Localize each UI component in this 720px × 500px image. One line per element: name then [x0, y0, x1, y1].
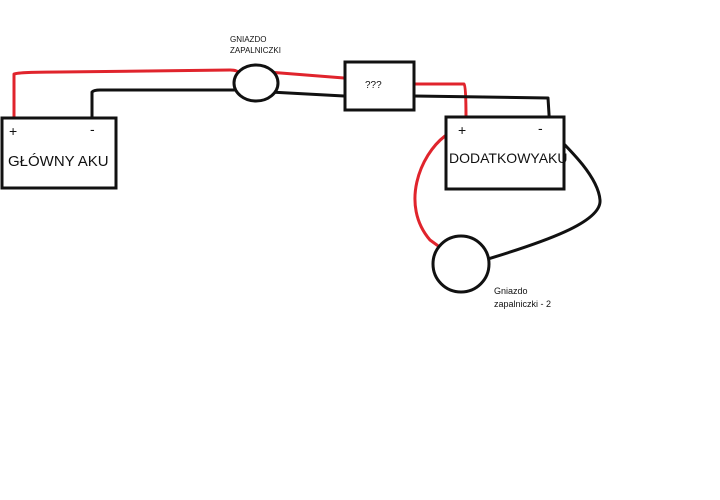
extra-battery-plus: +	[458, 122, 466, 138]
positive-wire-device-to-extra	[412, 82, 468, 120]
main-battery-box	[0, 116, 118, 190]
negative-wire-extra-to-socket2	[476, 124, 602, 264]
main-battery-label: GŁÓWNY AKU	[8, 153, 109, 170]
socket-bottom-circle	[431, 234, 491, 294]
socket-top-label-line1: GNIAZDO	[230, 35, 266, 44]
extra-battery-box	[444, 115, 566, 191]
positive-wire-socket-to-device	[266, 70, 346, 80]
socket-top-circle	[232, 63, 280, 103]
extra-battery-label: DODATKOWYAKU	[449, 150, 568, 166]
unknown-device-label: ???	[365, 80, 382, 91]
negative-wire-socket-to-device	[268, 90, 346, 98]
socket-top-label-line2: ZAPALNICZKI	[230, 46, 281, 55]
negative-wire-main-to-socket	[90, 88, 258, 120]
positive-wire-extra-to-socket2	[413, 134, 454, 258]
socket-bottom-label-line2: zapalniczki - 2	[494, 299, 551, 309]
positive-wire-main-to-socket	[12, 68, 242, 120]
main-battery-plus: +	[9, 123, 17, 139]
unknown-device-box	[343, 60, 416, 112]
extra-battery-minus: -	[538, 120, 543, 136]
main-battery-minus: -	[90, 121, 95, 137]
socket-bottom-label-line1: Gniazdo	[494, 286, 528, 296]
